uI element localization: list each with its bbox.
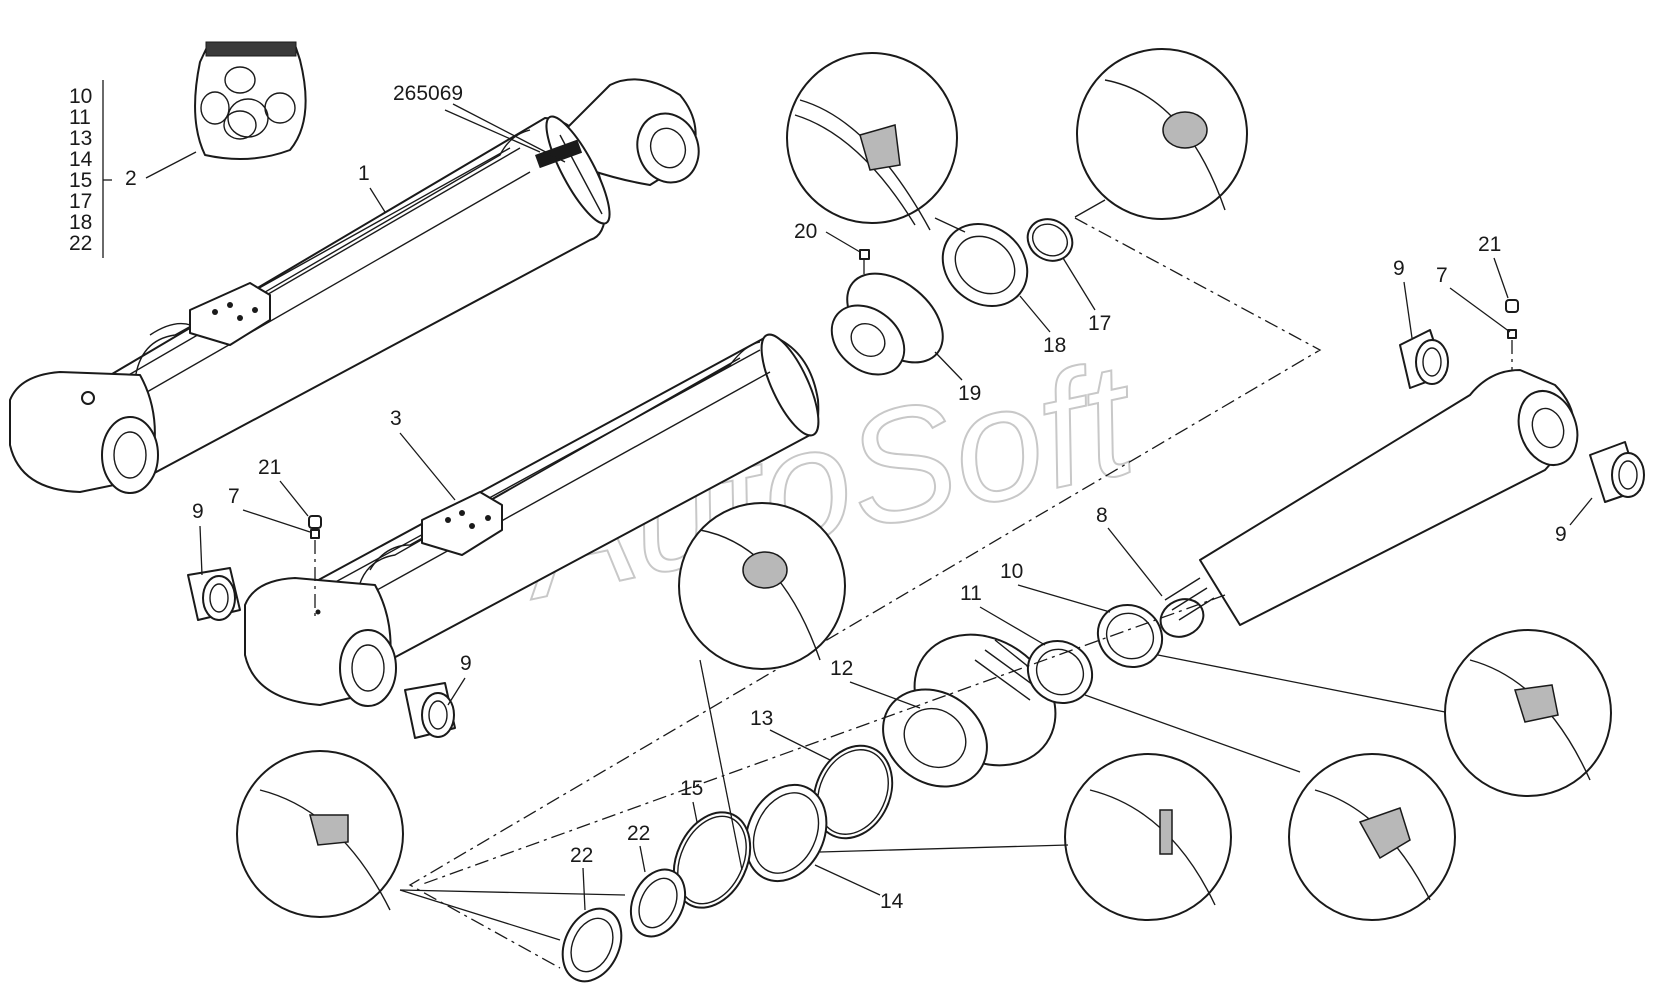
callout-11: 11 xyxy=(960,582,982,605)
o-ring-17 xyxy=(1026,218,1074,262)
callout-7-right: 7 xyxy=(1436,264,1448,287)
detail-circle-gland-seal xyxy=(1288,753,1456,921)
callout-9-a: 9 xyxy=(192,500,204,523)
callout-14: 14 xyxy=(880,890,904,913)
piston-seal-18 xyxy=(941,222,1029,308)
callout-9-b: 9 xyxy=(460,652,472,675)
callout-15: 15 xyxy=(680,777,703,800)
piston-rod xyxy=(1159,369,1579,638)
detail-circle-backup-ring xyxy=(1064,753,1232,921)
callout-21-left: 21 xyxy=(258,456,281,479)
bushing-left-lower xyxy=(404,682,456,739)
kit-item: 11 xyxy=(69,106,91,129)
callout-10: 10 xyxy=(1000,560,1023,583)
detail-circle-rod-seal xyxy=(1444,629,1612,797)
kit-item: 18 xyxy=(69,211,92,234)
detail-circle-piston-seal xyxy=(786,52,958,231)
bushing-left-upper xyxy=(187,567,241,621)
callout-17: 17 xyxy=(1088,312,1111,335)
callout-9-c: 9 xyxy=(1393,257,1405,280)
cylinder-assembly-1 xyxy=(9,78,700,494)
callout-22-b: 22 xyxy=(627,822,650,845)
grease-fitting-left xyxy=(308,515,322,620)
callout-20: 20 xyxy=(794,220,817,243)
kit-item: 14 xyxy=(69,148,93,171)
callout-1: 1 xyxy=(358,162,370,185)
callout-18: 18 xyxy=(1043,334,1066,357)
piston-19 xyxy=(830,272,944,376)
o-ring-13 xyxy=(812,744,894,840)
callout-12: 12 xyxy=(830,657,853,680)
backup-ring-14 xyxy=(744,783,828,883)
callout-2: 2 xyxy=(125,167,137,190)
wiper-22b xyxy=(629,868,687,938)
kit-item: 22 xyxy=(69,232,92,255)
detail-circle-wiper xyxy=(236,750,404,918)
detail-circle-o-ring-15 xyxy=(678,502,846,670)
callout-7-left: 7 xyxy=(228,485,240,508)
kit-list: 10 11 13 14 15 17 18 22 xyxy=(69,80,112,258)
callout-3: 3 xyxy=(390,407,402,430)
kit-item: 10 xyxy=(69,85,92,108)
bushing-right-lower xyxy=(1589,441,1645,503)
wiper-22a xyxy=(561,907,623,983)
callout-8: 8 xyxy=(1096,504,1108,527)
callout-9-d: 9 xyxy=(1555,523,1567,546)
detail-circle-o-ring xyxy=(1076,48,1248,220)
callout-19: 19 xyxy=(958,382,981,405)
kit-item: 17 xyxy=(69,190,92,213)
bushing-right-upper xyxy=(1399,329,1449,389)
kit-item: 15 xyxy=(69,169,92,192)
callouts: 2 1 3 21 7 9 9 9 9 21 7 20 19 18 17 8 10 xyxy=(125,162,1593,913)
kit-item: 13 xyxy=(69,127,92,150)
ref-number: 265069 xyxy=(393,82,463,105)
callout-22-a: 22 xyxy=(570,844,593,867)
gland-12 xyxy=(882,633,1057,788)
callout-21-right: 21 xyxy=(1478,233,1501,256)
rod-seal-10 xyxy=(1096,603,1164,669)
callout-13: 13 xyxy=(750,707,773,730)
seal-kit-bag xyxy=(145,41,307,179)
cylinder-barrel-3 xyxy=(244,333,820,707)
gland-seal-11 xyxy=(1026,639,1094,705)
